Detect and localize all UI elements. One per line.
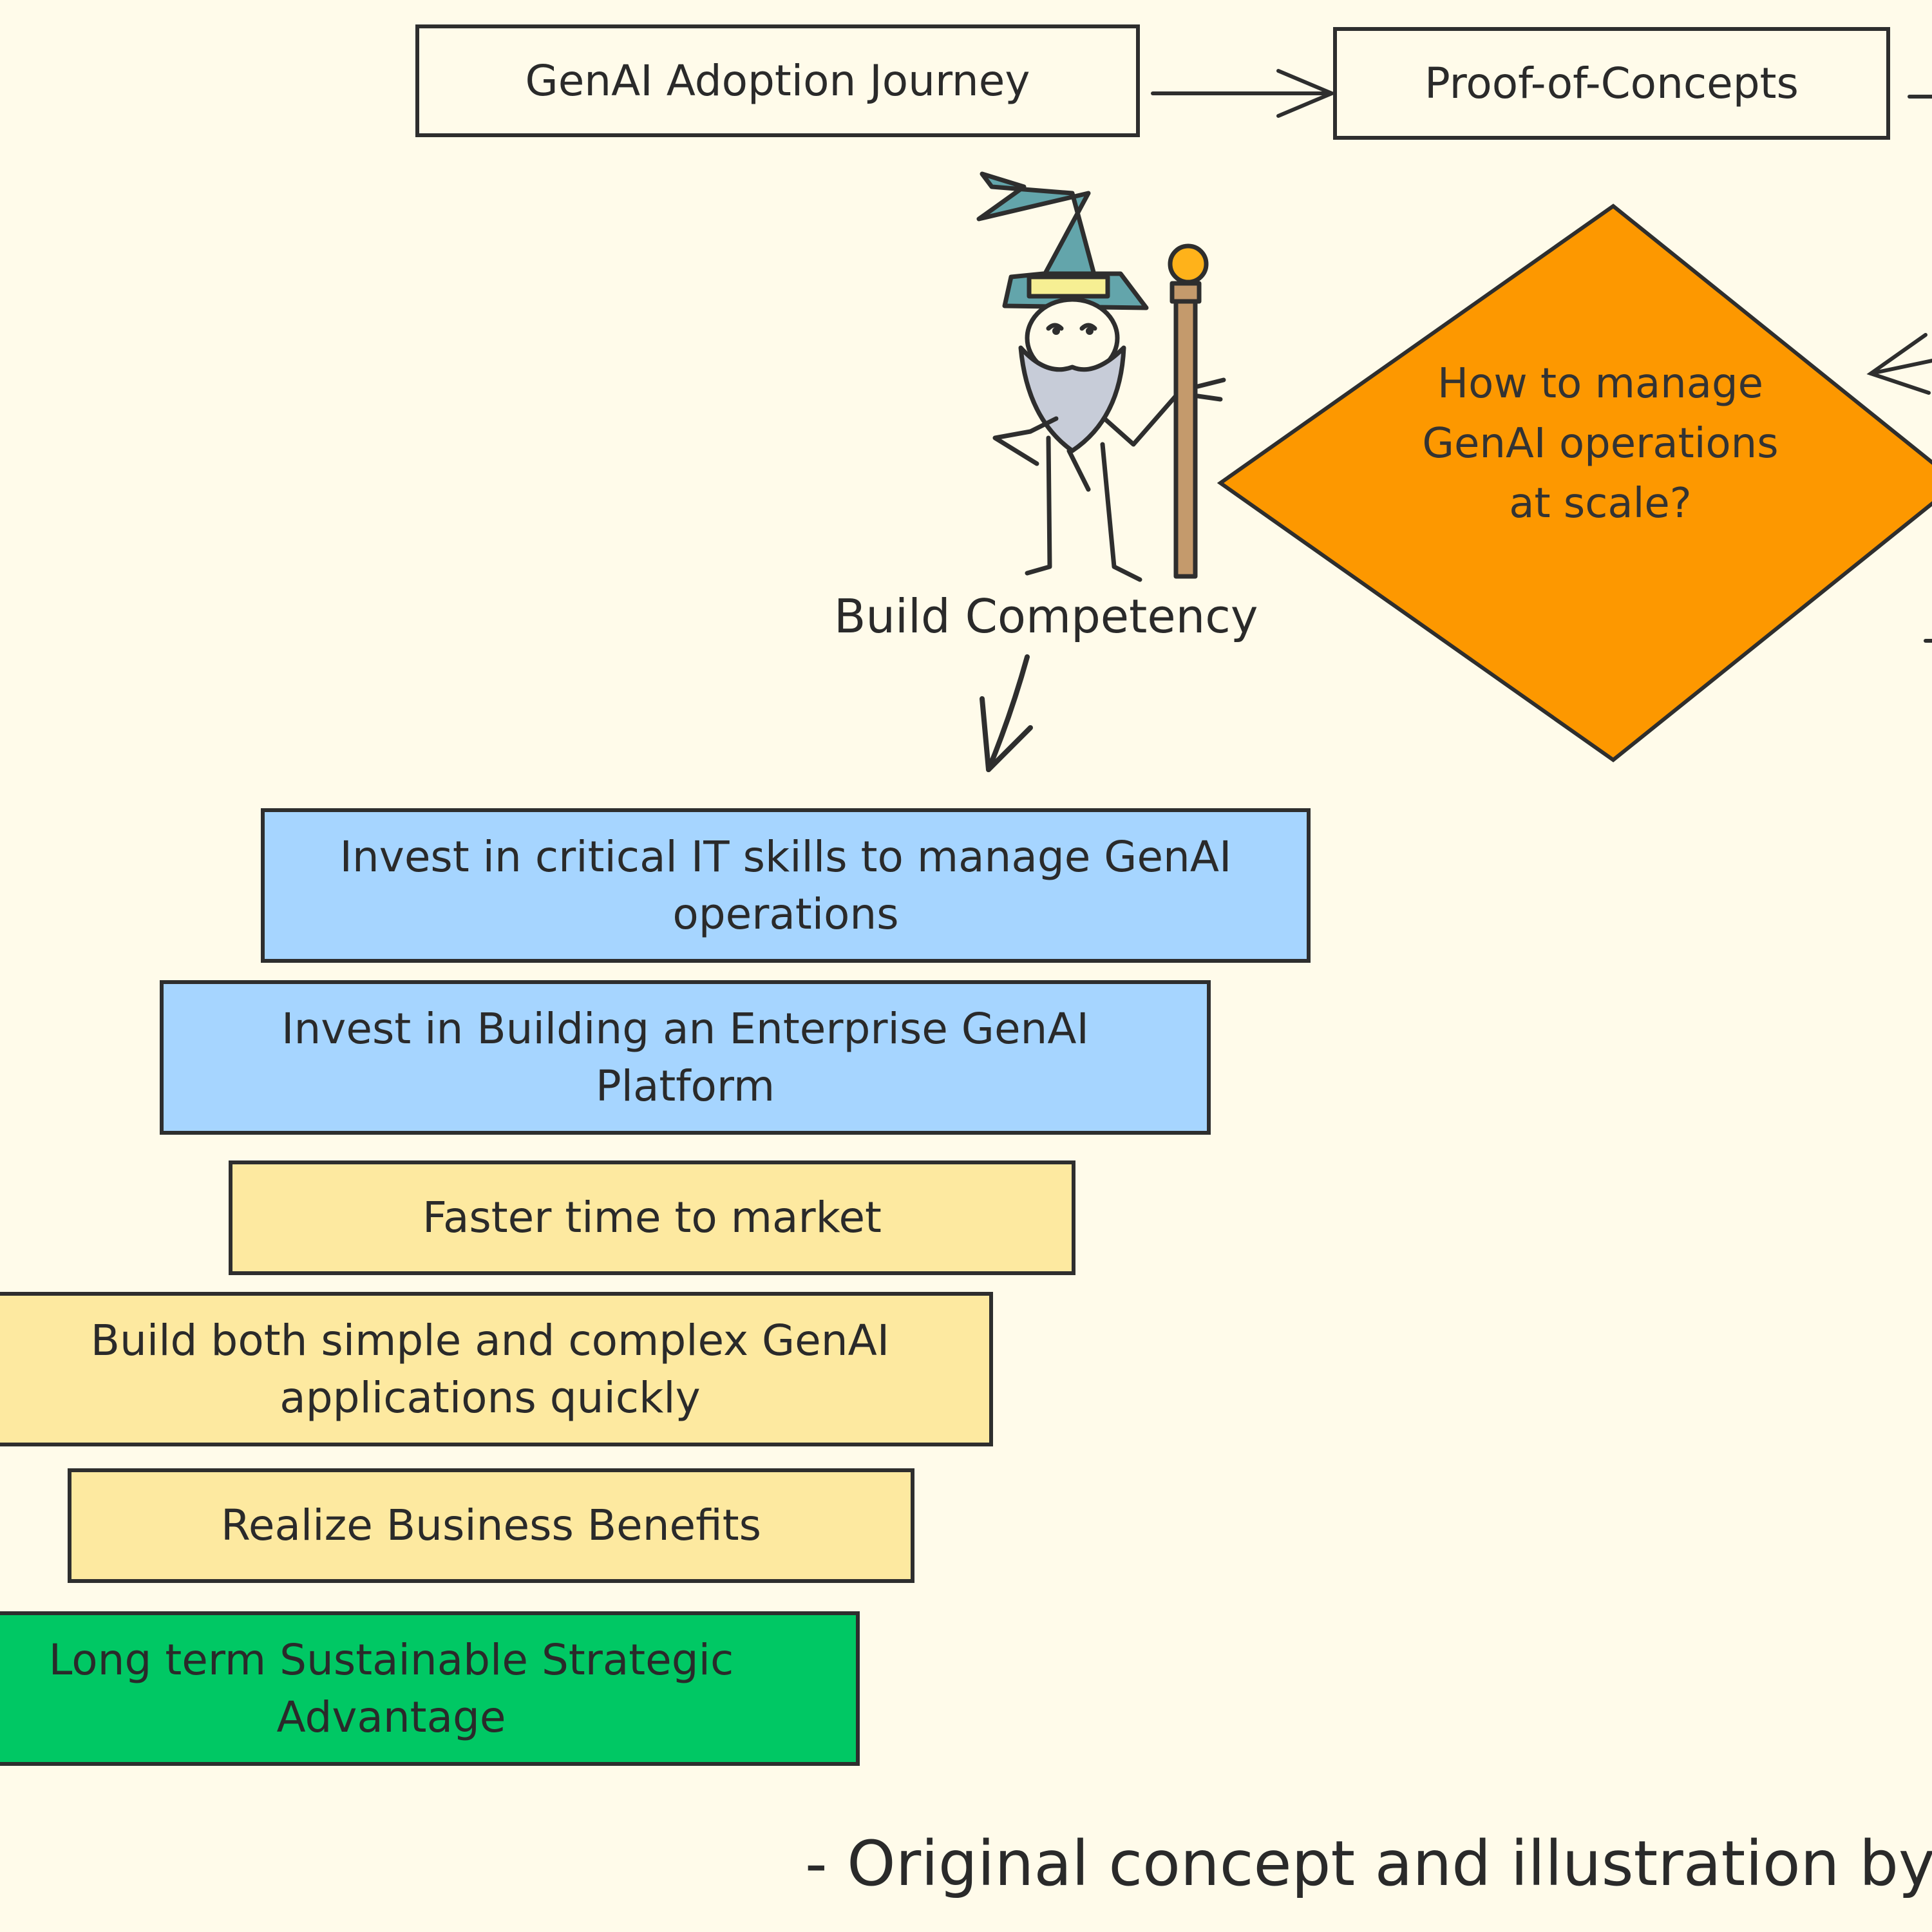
proof-of-concepts-label: Proof-of-Concepts: [1425, 58, 1799, 108]
build-competency-caption: Build Competency: [834, 589, 1258, 643]
step-faster-time-to-market: Faster time to market: [229, 1160, 1075, 1275]
arrow-competency-to-steps: [980, 654, 1033, 772]
step-realize-benefits: Realize Business Benefits: [68, 1468, 914, 1583]
arrow-into-diamond: [1866, 333, 1932, 395]
footer-credit: - Original concept and illustration by: [805, 1828, 1932, 1900]
arrow-title-to-poc: [1151, 69, 1337, 118]
wizard-icon: [976, 171, 1226, 582]
step-build-applications: Build both simple and complex GenAI appl…: [0, 1292, 993, 1446]
journey-title: GenAI Adoption Journey: [525, 55, 1030, 106]
proof-of-concepts-box: Proof-of-Concepts: [1333, 27, 1890, 140]
decision-diamond: [1217, 204, 1932, 762]
journey-title-box: GenAI Adoption Journey: [415, 24, 1140, 137]
decision-question: How to manage GenAI operations at scale?: [1422, 360, 1779, 527]
step-enterprise-platform: Invest in Building an Enterprise GenAI P…: [160, 980, 1211, 1135]
step-strategic-advantage: Long term Sustainable Strategic Advantag…: [0, 1611, 860, 1766]
step-invest-it-skills: Invest in critical IT skills to manage G…: [261, 808, 1311, 963]
